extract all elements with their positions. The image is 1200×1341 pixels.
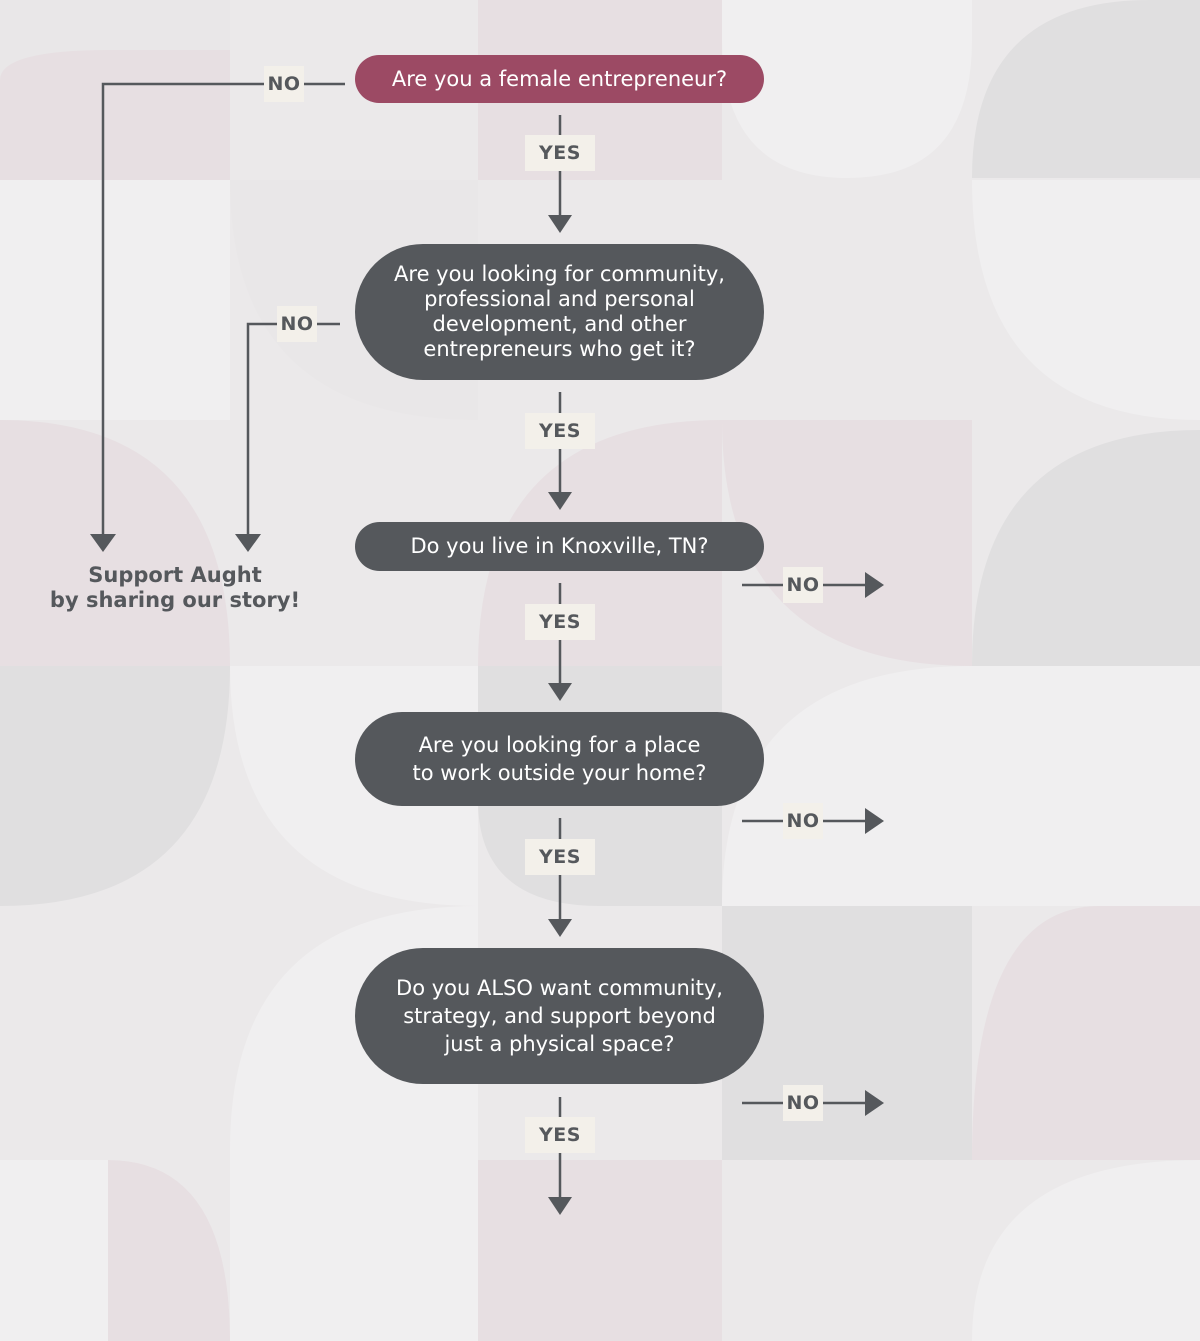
yes-label: YES (525, 839, 595, 875)
question-place-to-work: Are you looking for a place to work outs… (355, 712, 764, 806)
no-path-2 (246, 322, 340, 538)
question-live-in-knoxville: Do you live in Knoxville, TN? (355, 522, 764, 571)
arrowhead-right-no-3 (865, 572, 884, 598)
no-label: NO (783, 803, 823, 839)
yes-label: YES (525, 135, 595, 171)
no-label: NO (264, 66, 304, 102)
outcome-support-aught: Support Aught by sharing our story! (49, 563, 301, 612)
arrowhead-down-2 (548, 492, 572, 510)
no-label: NO (277, 306, 317, 342)
question-looking-for-community: Are you looking for community, professio… (355, 244, 764, 380)
yes-label: YES (525, 604, 595, 640)
arrowhead-down-1 (548, 215, 572, 233)
arrowhead-down-3 (548, 683, 572, 701)
arrowhead-right-no-5 (865, 1090, 884, 1116)
yes-label: YES (525, 413, 595, 449)
question-also-want-community: Do you ALSO want community, strategy, an… (355, 948, 764, 1084)
arrowhead-down-4 (548, 919, 572, 937)
yes-label: YES (525, 1117, 595, 1153)
question-female-entrepreneur: Are you a female entrepreneur? (355, 55, 764, 103)
no-label: NO (783, 1085, 823, 1121)
arrowhead-down-no-1 (90, 534, 116, 552)
no-label: NO (783, 567, 823, 603)
arrowhead-down-no-2 (235, 534, 261, 552)
arrowhead-down-5 (548, 1197, 572, 1215)
arrowhead-right-no-4 (865, 808, 884, 834)
